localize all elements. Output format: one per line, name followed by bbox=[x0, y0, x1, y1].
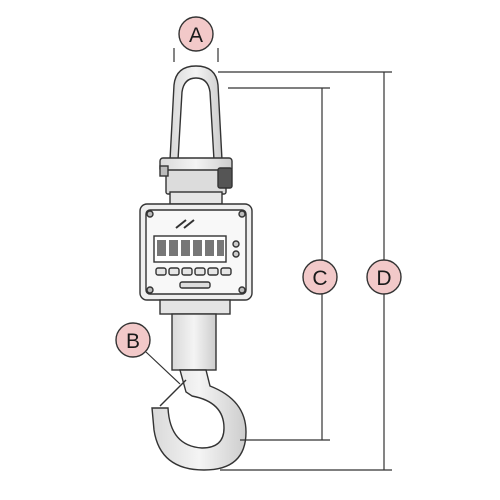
display-digits bbox=[157, 240, 224, 256]
scale-body bbox=[139, 203, 253, 301]
hook bbox=[151, 369, 247, 471]
label-a-text: A bbox=[189, 24, 203, 47]
label-a: A bbox=[178, 16, 214, 52]
label-d-text: D bbox=[376, 267, 391, 290]
label-b-text: B bbox=[126, 330, 140, 353]
shackle bbox=[159, 65, 233, 205]
label-b: B bbox=[115, 322, 151, 358]
hook-assembly bbox=[151, 299, 247, 471]
label-c: C bbox=[302, 259, 338, 295]
keypad bbox=[155, 267, 232, 276]
label-c-text: C bbox=[312, 267, 327, 290]
safety-latch bbox=[159, 379, 187, 407]
label-d: D bbox=[366, 259, 402, 295]
